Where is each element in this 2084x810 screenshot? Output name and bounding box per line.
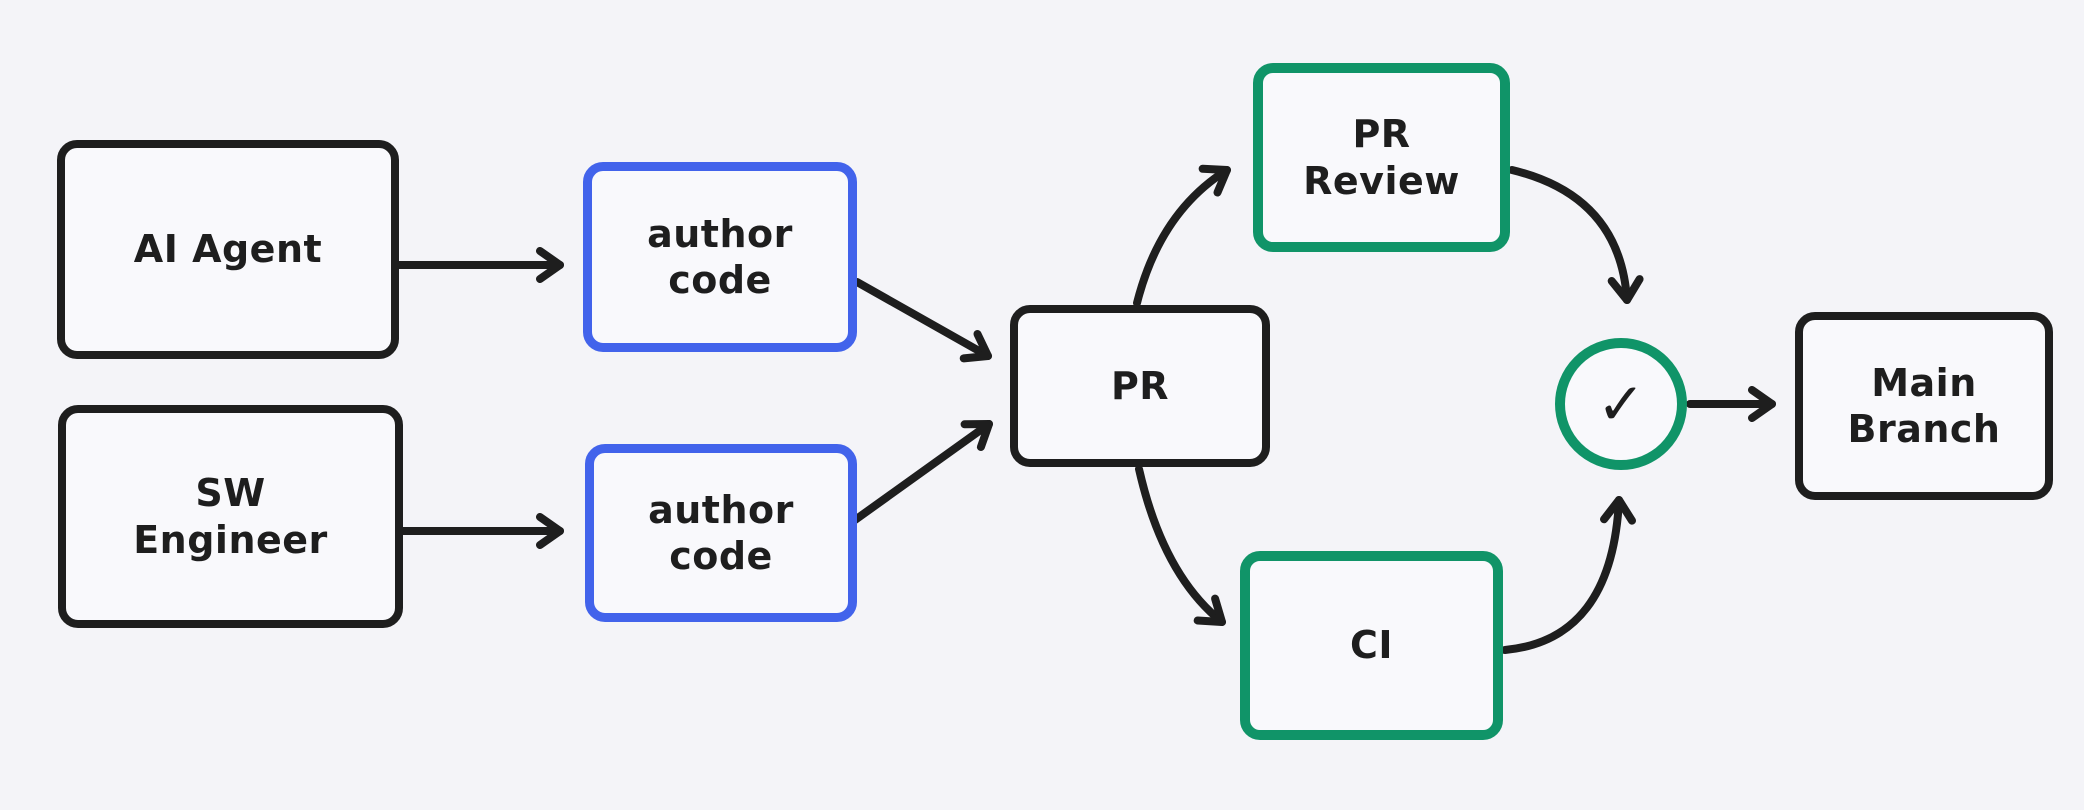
arrow-pr-to-ci [1135, 465, 1226, 626]
node-ci: CI [1240, 551, 1503, 740]
node-label: AI Agent [133, 227, 323, 272]
node-label: code [669, 534, 773, 578]
node-sw-engineer: SW Engineer [58, 405, 403, 628]
node-ai-agent: AI Agent [57, 140, 399, 359]
node-label: author [647, 211, 793, 256]
node-label: SW [195, 471, 266, 516]
arrow-pr-to-pr-review [1133, 164, 1231, 307]
node-label: Engineer [133, 517, 328, 562]
node-main-branch: Main Branch [1795, 312, 2053, 500]
node-label: Review [1303, 158, 1460, 203]
node-pr: PR [1010, 305, 1270, 467]
arrow-ci-to-check [1501, 496, 1636, 654]
arrow-author-code-bottom-to-pr [851, 420, 993, 524]
node-label: CI [1349, 623, 1394, 668]
node-label: code [668, 258, 772, 302]
node-label: author [648, 487, 794, 532]
node-author-code-bottom: author code [585, 444, 857, 622]
checks-passed-circle [1555, 338, 1687, 470]
check-icon: ✓ [1596, 370, 1646, 438]
node-pr-review: PR Review [1253, 63, 1510, 252]
node-label: PR [1352, 112, 1411, 157]
arrow-author-code-top-to-pr [853, 278, 992, 363]
node-label: Main [1871, 360, 1977, 405]
node-label: PR [1110, 363, 1170, 408]
arrow-pr-review-to-check [1508, 166, 1644, 304]
node-label: Branch [1847, 407, 2001, 451]
node-author-code-top: author code [583, 162, 857, 352]
